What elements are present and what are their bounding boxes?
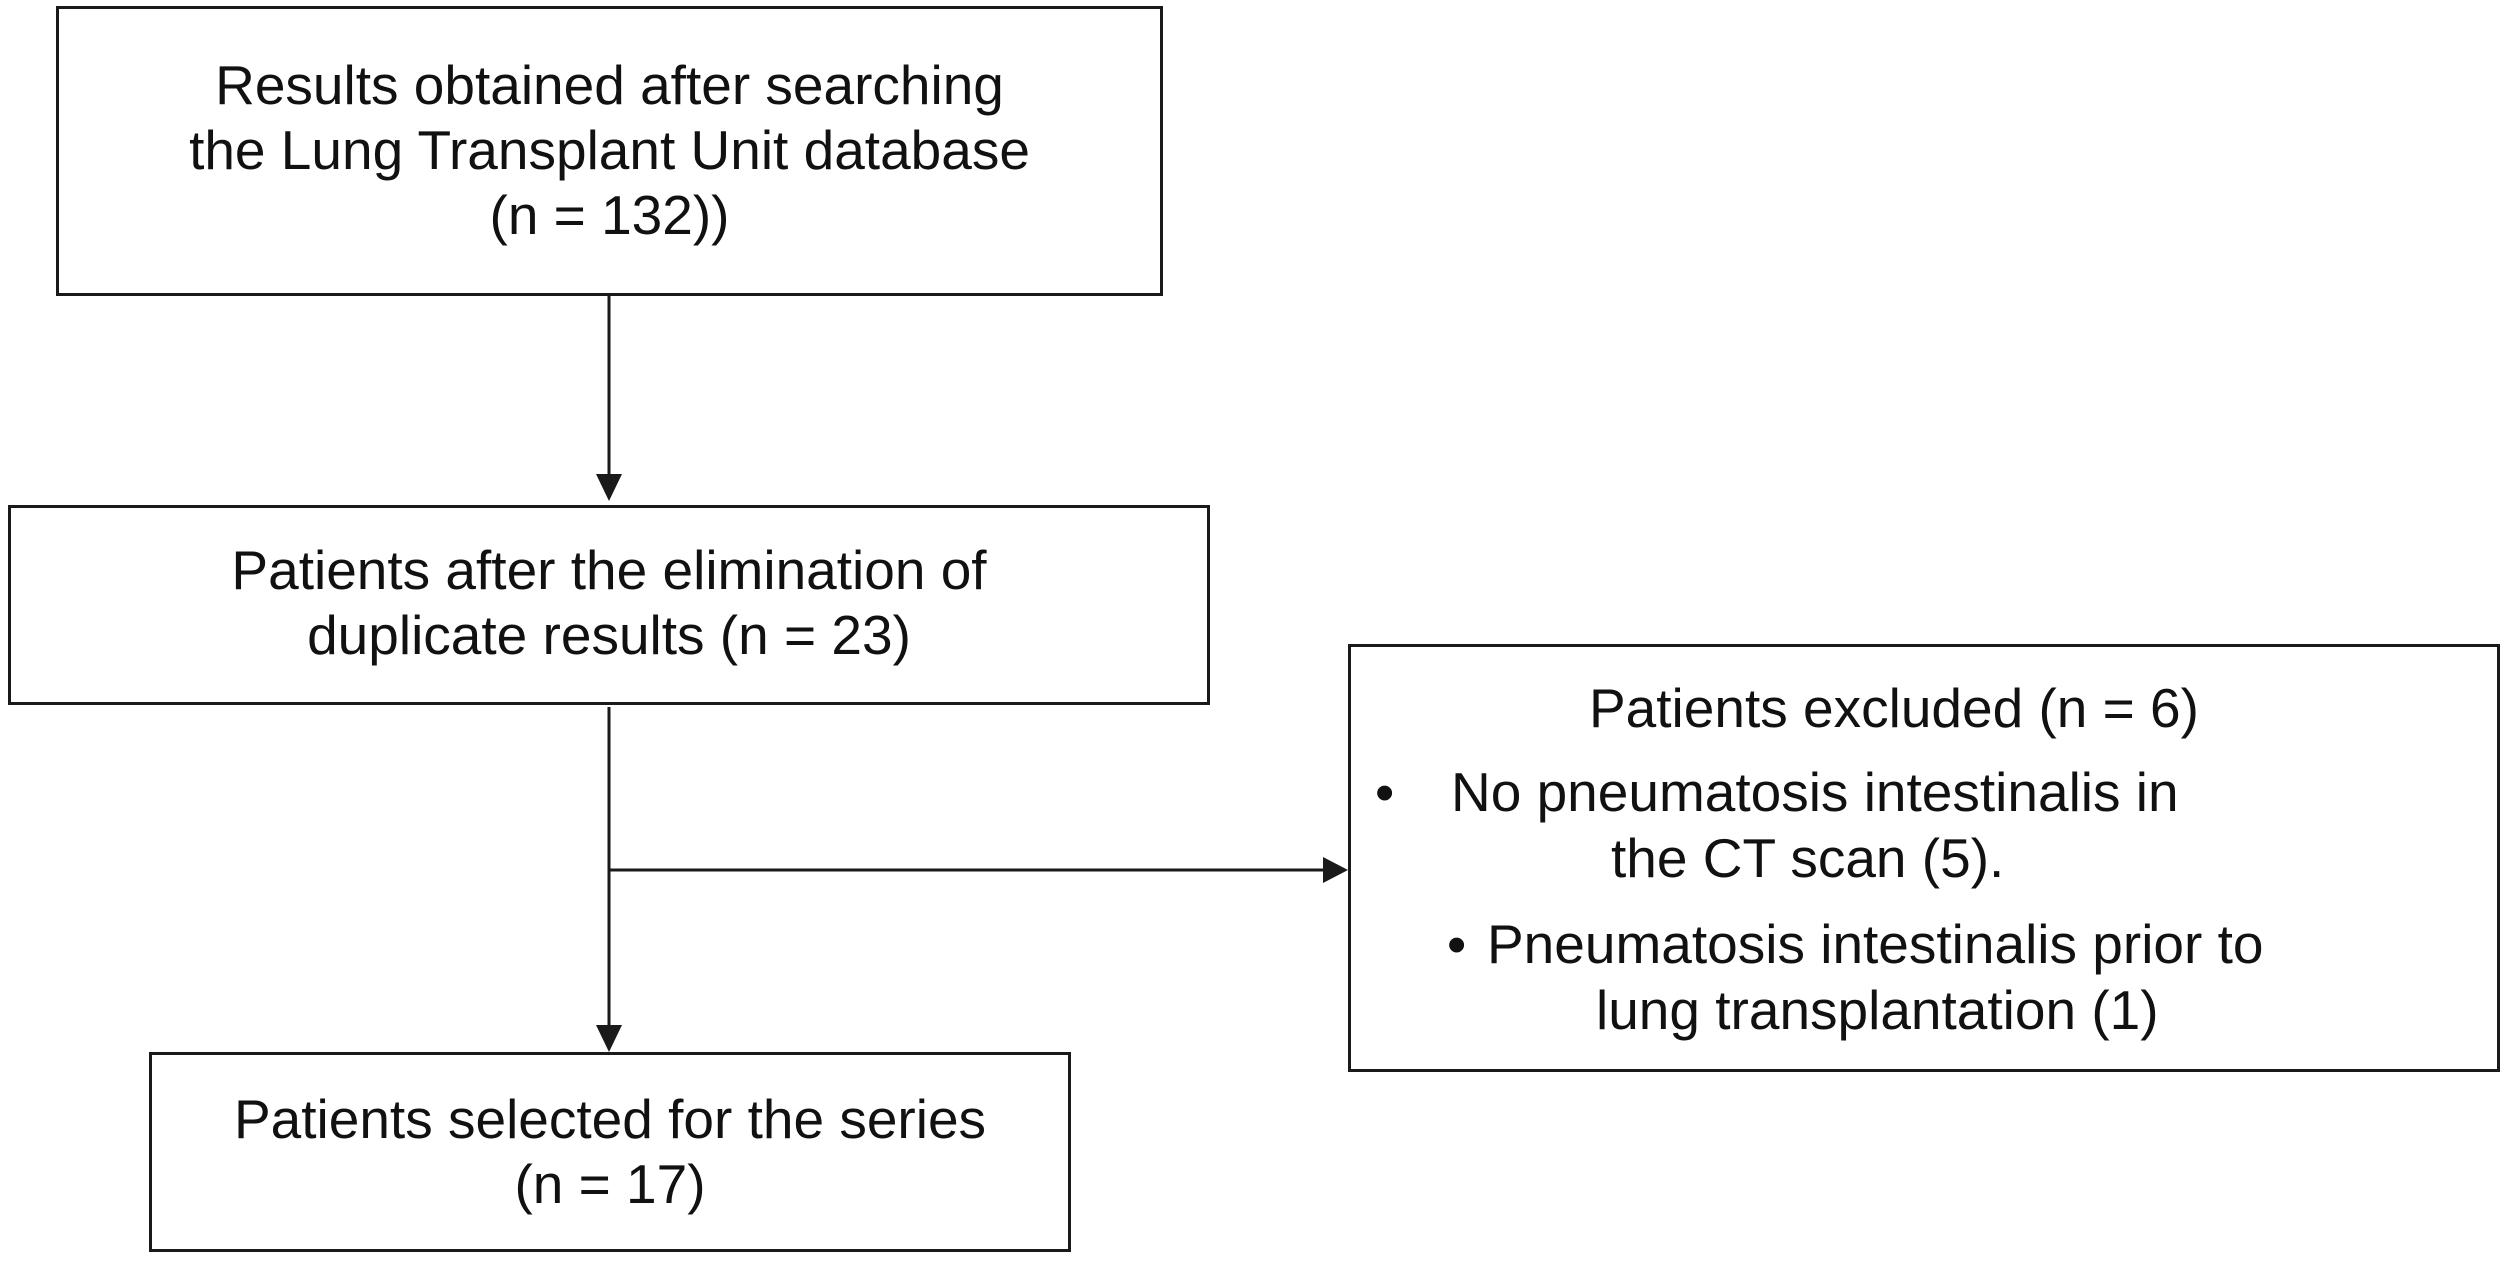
selected-line-1: Patients selected for the series bbox=[233, 1088, 987, 1150]
excluded-title: Patients excluded (n = 6) bbox=[1589, 677, 2199, 739]
exclusion-reason-2-line-2: lung transplantation (1) bbox=[1596, 979, 2159, 1041]
arrow-search-to-dedup bbox=[596, 294, 622, 501]
search-results-text: Results obtained after searching the Lun… bbox=[59, 53, 1160, 248]
search-results-line-2: the Lung Transplant Unit database bbox=[189, 118, 1030, 181]
deduplicated-patients-box: Patients after the elimination of duplic… bbox=[8, 505, 1210, 705]
arrow-dedup-to-selected bbox=[596, 707, 622, 1052]
deduplicated-line-2: duplicate results (n = 23) bbox=[307, 603, 911, 666]
exclusion-reason-2-line-1: Pneumatosis intestinalis prior to bbox=[1487, 913, 2264, 975]
arrow-branch-to-excluded bbox=[609, 857, 1348, 883]
exclusion-bullet-1: • bbox=[1375, 761, 1395, 823]
excluded-patients-box: Patients excluded (n = 6) • No pneumatos… bbox=[1348, 644, 2500, 1072]
search-results-line-3: (n = 132)) bbox=[489, 183, 730, 246]
deduplicated-line-1: Patients after the elimination of bbox=[231, 539, 987, 601]
exclusion-reason-1-line-1: No pneumatosis intestinalis in bbox=[1451, 761, 2179, 823]
exclusion-reason-1-line-2: the CT scan (5). bbox=[1611, 827, 2005, 889]
search-results-box: Results obtained after searching the Lun… bbox=[56, 6, 1163, 296]
selected-patients-box: Patients selected for the series (n = 17… bbox=[149, 1052, 1071, 1252]
search-results-line-1: Results obtained after searching bbox=[215, 54, 1004, 116]
selected-line-2: (n = 17) bbox=[514, 1152, 706, 1215]
exclusion-bullet-2: • bbox=[1447, 913, 1467, 975]
deduplicated-patients-text: Patients after the elimination of duplic… bbox=[11, 538, 1207, 668]
selected-patients-text: Patients selected for the series (n = 17… bbox=[152, 1087, 1068, 1217]
